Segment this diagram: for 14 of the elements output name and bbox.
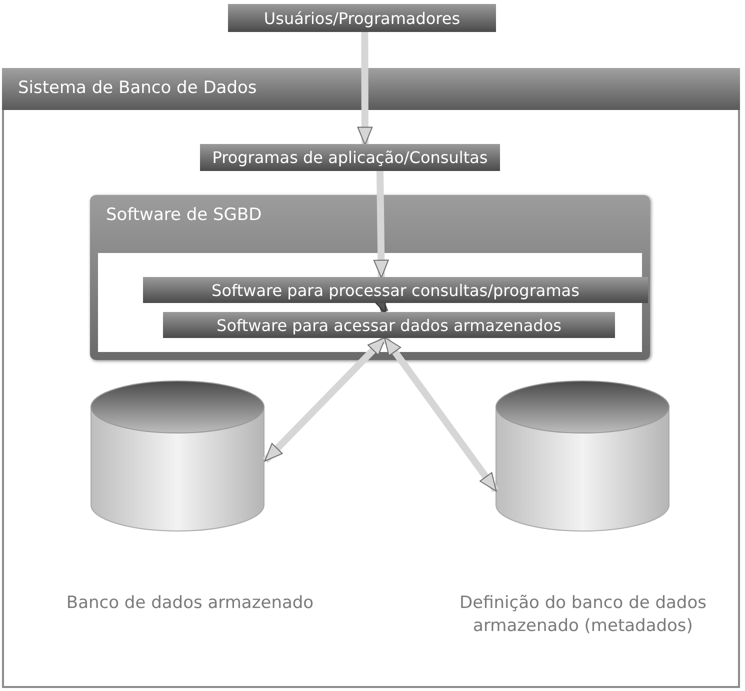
panel-title: Software de SGBD <box>105 204 263 227</box>
database-label: Definição do banco de dados armazenado (metadados) <box>458 592 708 638</box>
label-bar: Usuários/Programadores <box>228 4 496 32</box>
arrow <box>382 336 499 493</box>
label-bar: Software para acessar dados armazenados <box>163 312 615 338</box>
system-frame <box>2 68 740 688</box>
database-label: Banco de dados armazenado <box>65 592 315 615</box>
panel-title: Sistema de Banco de Dados <box>17 77 258 100</box>
arrow <box>262 336 388 463</box>
software-panel <box>90 195 650 360</box>
arrow <box>373 170 389 278</box>
arrow <box>357 32 373 146</box>
label-bar: Programas de aplicação/Consultas <box>200 144 500 171</box>
label-bar: Software para processar consultas/programas <box>143 277 648 303</box>
